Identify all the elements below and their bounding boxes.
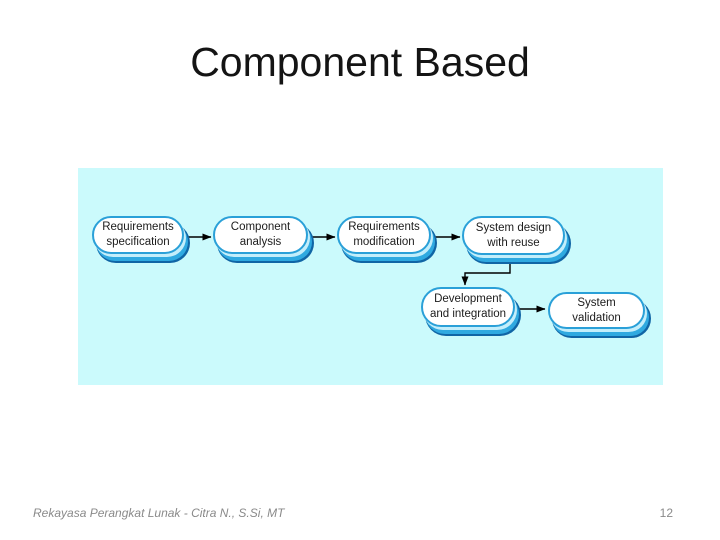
arrow-design-to-development [461,255,511,286]
node-label: Requirements specification [102,221,174,248]
process-diagram-panel: Requirements specification Component ana… [78,168,663,385]
page-number: 12 [659,506,673,520]
node-requirements-modification: Requirements modification [337,216,431,254]
node-label: Requirements modification [348,221,420,248]
footer-text: Rekayasa Perangkat Lunak - Citra N., S.S… [33,506,285,520]
node-requirements-specification: Requirements specification [92,216,184,254]
node-development-and-integration: Development and integration [421,287,515,327]
node-label: System validation [572,296,621,324]
node-label: Development and integration [429,293,507,320]
node-system-design-with-reuse: System design with reuse [462,216,565,255]
flow-arrows [185,233,546,313]
slide-title: Component Based [190,39,530,85]
node-label: System design with reuse [475,221,552,249]
node-label: Component analysis [230,221,291,248]
node-system-validation: System validation [548,292,645,329]
node-component-analysis: Component analysis [213,216,308,254]
